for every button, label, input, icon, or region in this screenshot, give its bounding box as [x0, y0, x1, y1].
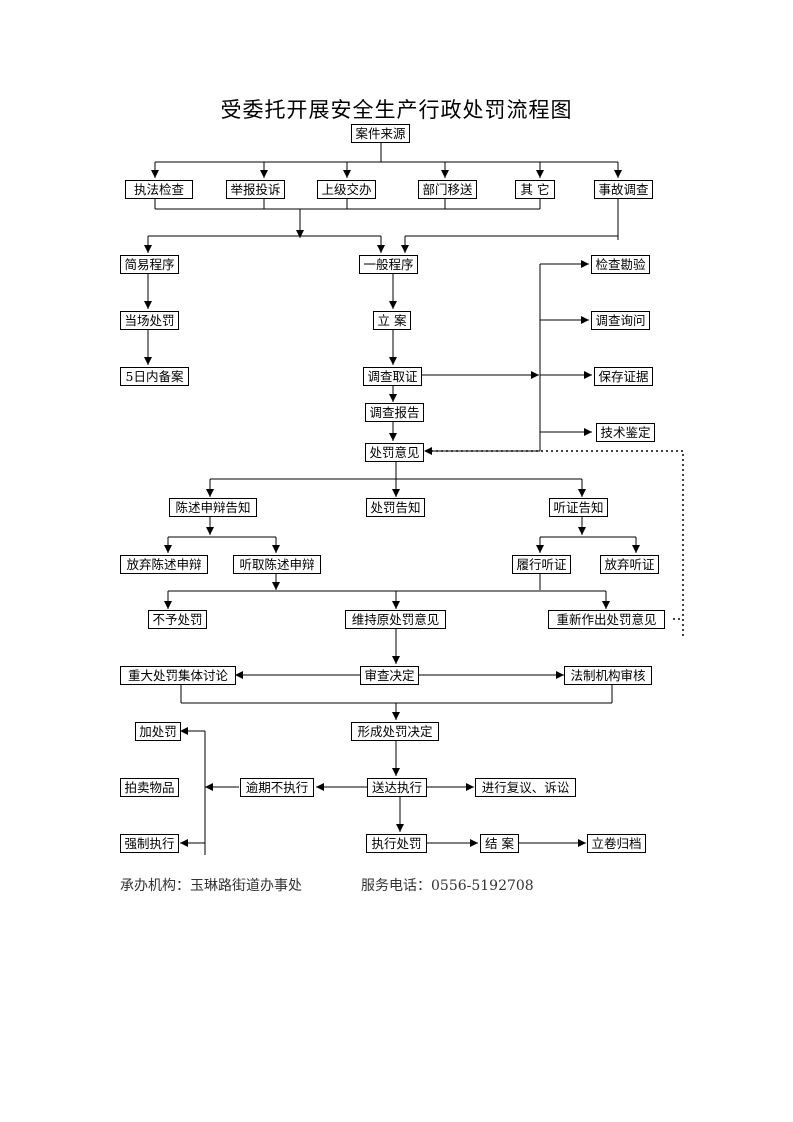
- node-form-decision: 形成处罚决定: [351, 722, 439, 741]
- node-register-case: 立 案: [373, 311, 411, 330]
- node-hear-defense: 听取陈述申辩: [233, 555, 321, 574]
- node-penalty-notice: 处罚告知: [366, 498, 425, 517]
- node-review-litigation: 进行复议、诉讼: [475, 778, 576, 797]
- node-overdue-non-execution: 逾期不执行: [240, 778, 314, 797]
- node-serve-execute: 送达执行: [367, 778, 427, 797]
- node-inquiry: 调查询问: [591, 311, 650, 330]
- node-source: 案件来源: [351, 124, 410, 143]
- node-review-decision: 审查决定: [360, 666, 419, 685]
- node-five-day-filing: 5日内备案: [120, 367, 189, 386]
- footer-phone: 服务电话：0556-5192708: [361, 878, 534, 894]
- node-attend-hearing: 履行听证: [512, 555, 571, 574]
- node-statement-defense-notice: 陈述申辩告知: [169, 498, 257, 517]
- node-no-penalty: 不予处罚: [148, 610, 207, 629]
- node-simple-procedure: 简易程序: [120, 255, 179, 274]
- node-other: 其 它: [515, 180, 555, 199]
- node-preserve-evidence: 保存证据: [594, 367, 653, 386]
- page-title: 受委托开展安全生产行政处罚流程图: [220, 98, 573, 122]
- node-investigate-evidence: 调查取证: [363, 367, 422, 386]
- node-waive-defense: 放弃陈述申辩: [120, 555, 208, 574]
- node-report-complaint: 举报投诉: [226, 180, 285, 199]
- node-hearing-notice: 听证告知: [549, 498, 608, 517]
- node-penalty-opinion: 处罚意见: [365, 443, 424, 462]
- node-archive: 立卷归档: [587, 834, 646, 853]
- node-revise-opinion: 重新作出处罚意见: [548, 610, 665, 629]
- node-accident-investigation: 事故调查: [594, 180, 653, 199]
- node-execute-penalty: 执行处罚: [366, 834, 427, 853]
- node-waive-hearing: 放弃听证: [600, 555, 659, 574]
- node-on-site-penalty: 当场处罚: [120, 311, 179, 330]
- node-enforcement: 强制执行: [120, 834, 179, 853]
- node-general-procedure: 一般程序: [359, 255, 418, 274]
- node-maintain-opinion: 维持原处罚意见: [345, 610, 446, 629]
- node-collective-discussion: 重大处罚集体讨论: [120, 666, 236, 685]
- node-superior-assigned: 上级交办: [317, 180, 376, 199]
- node-law-enforcement-check: 执法检查: [125, 180, 193, 199]
- node-investigation-report: 调查报告: [365, 403, 424, 422]
- node-inspect-survey: 检查勘验: [591, 255, 650, 274]
- node-additional-penalty: 加处罚: [135, 722, 181, 741]
- footer-organizer: 承办机构：玉琳路街道办事处: [120, 878, 302, 894]
- node-department-transfer: 部门移送: [418, 180, 477, 199]
- node-technical-appraisal: 技术鉴定: [596, 423, 655, 442]
- node-legal-review: 法制机构审核: [564, 666, 652, 685]
- node-auction-goods: 拍卖物品: [120, 778, 179, 797]
- node-close-case: 结 案: [480, 834, 519, 853]
